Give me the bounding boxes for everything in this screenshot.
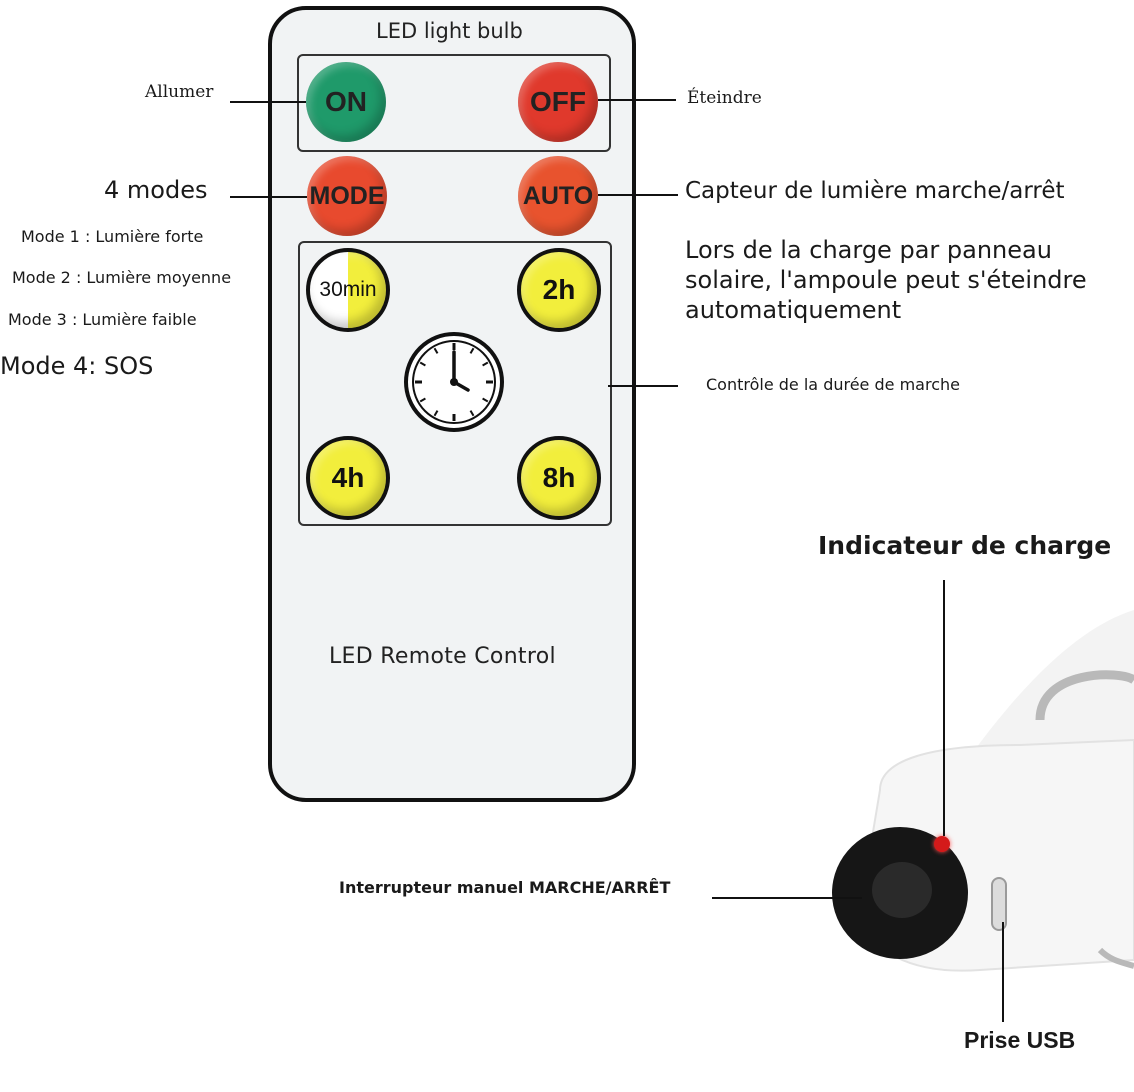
timer-8h-button[interactable]: 8h	[517, 436, 601, 520]
remote-title: LED light bulb	[376, 19, 523, 43]
label-solaire: Lors de la charge par panneau solaire, l…	[685, 236, 1087, 324]
label-mode2: Mode 2 : Lumière moyenne	[12, 268, 232, 287]
label-mode4: Mode 4: SOS	[0, 352, 154, 380]
off-button[interactable]: OFF	[518, 62, 598, 142]
line-eteindre	[598, 99, 676, 101]
line-prise	[1002, 922, 1004, 1022]
line-interrupteur	[712, 897, 862, 899]
label-eteindre: Éteindre	[687, 88, 762, 108]
label-mode1: Mode 1 : Lumière forte	[21, 227, 204, 246]
line-allumer	[230, 101, 306, 103]
line-duree	[608, 385, 678, 387]
label-allumer: Allumer	[145, 82, 214, 102]
power-button-group	[297, 54, 611, 152]
label-interrupteur: Interrupteur manuel MARCHE/ARRÊT	[339, 878, 671, 897]
label-duree: Contrôle de la durée de marche	[706, 375, 960, 394]
label-mode3: Mode 3 : Lumière faible	[8, 310, 197, 329]
on-button[interactable]: ON	[306, 62, 386, 142]
timer-4h-button[interactable]: 4h	[306, 436, 390, 520]
line-modes	[230, 196, 307, 198]
clock-icon	[404, 332, 504, 432]
remote-footer: LED Remote Control	[329, 644, 556, 669]
label-capteur: Capteur de lumière marche/arrêt	[685, 178, 1065, 204]
timer-2h-button[interactable]: 2h	[517, 248, 601, 332]
line-capteur	[598, 194, 678, 196]
bulb-base-illustration	[832, 610, 1134, 972]
timer-30min-label: 30min	[319, 278, 377, 301]
label-prise: Prise USB	[964, 1027, 1076, 1053]
mode-button[interactable]: MODE	[307, 156, 387, 236]
timer-button-group	[298, 241, 612, 526]
timer-30min-button[interactable]: 30min	[306, 248, 390, 332]
label-modes-title: 4 modes	[104, 176, 208, 204]
charge-indicator-led	[934, 836, 950, 852]
auto-button[interactable]: AUTO	[518, 156, 598, 236]
label-indicateur: Indicateur de charge	[818, 531, 1112, 560]
line-indicateur	[943, 580, 945, 836]
